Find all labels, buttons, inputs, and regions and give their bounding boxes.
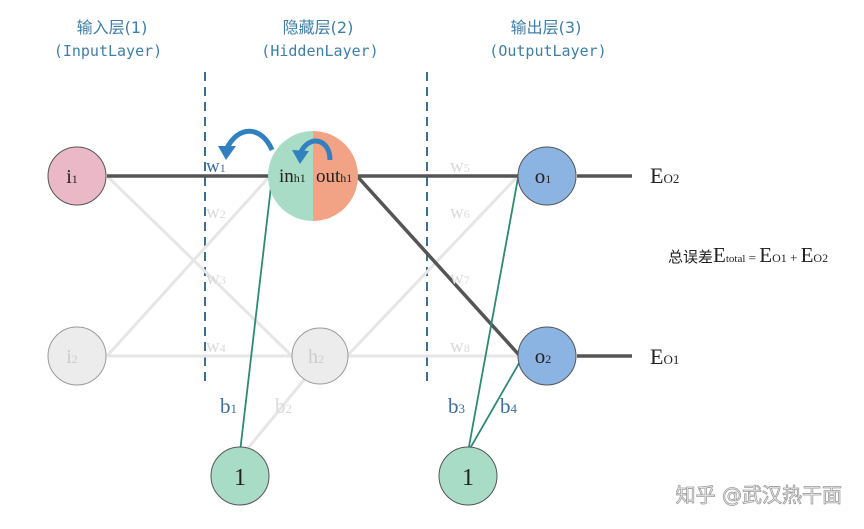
weight-label-w7: w7 [450,268,470,289]
node-o1: o1 [517,146,577,206]
error-label-bottom: EO1 [650,344,679,369]
layer-subtitle-hidden: (HiddenLayer) [261,42,378,60]
layer-title-hidden: 隐藏层(2) (HiddenLayer) [261,18,378,60]
node-h1-in-label: inh1 [279,166,306,187]
node-h2-circle [291,327,349,385]
node-bias1-circle [210,446,270,506]
arrowhead-icon-h1 [292,150,309,164]
bias-label-b3: b3 [448,394,465,418]
node-bias2: 1 [438,446,498,506]
error-label-top: EO2 [650,163,679,188]
active-edges [107,174,632,358]
layer-title-output: 输出层(3) (OutputLayer) [489,18,606,60]
edge-i2-h1 [105,174,272,358]
watermark: 知乎 @武汉热干面 [676,483,842,507]
weight-label-w5: w5 [450,156,470,177]
layer-title-input: 输入层(1) (InputLayer) [54,18,162,60]
node-h1-out-label: outh1 [316,166,352,187]
node-h2-label: h2 [308,346,324,368]
bias-label-b1: b1 [220,394,237,418]
bias-labels: b1 b2 b3 b4 [220,394,518,418]
node-i1-label: i1 [66,166,78,188]
layer-subtitle-input: (InputLayer) [54,42,162,60]
node-i2: i2 [47,326,107,386]
node-h2: h2 [291,327,349,385]
weight-label-w2: w2 [206,202,226,223]
weight-label-w4: w4 [206,336,226,357]
weight-label-w6: w6 [450,202,470,223]
weight-label-w8: w8 [450,336,470,357]
curved-arrow-icon-w1 [223,128,275,152]
edge-bias1-h2 [238,374,310,459]
node-h1: inh1 outh1 [268,131,358,221]
node-i1-circle [47,146,107,206]
node-bias2-label: 1 [462,465,474,491]
edge-h2-o1 [345,174,520,358]
node-bias1: 1 [210,446,270,506]
inactive-edges [105,174,520,459]
node-bias1-label: 1 [234,465,246,491]
node-o2-circle [517,326,577,386]
node-bias2-circle [438,446,498,506]
node-o1-label: o1 [535,164,552,188]
bias-label-b2: b2 [275,394,292,418]
node-o2: o2 [517,326,577,386]
node-i2-label: i2 [66,346,78,368]
node-i1: i1 [47,146,107,206]
arrowhead-icon-w1 [218,146,236,160]
edge-bias2-o1 [467,177,519,453]
edge-h1-o2 [355,174,522,358]
node-o1-circle [517,146,577,206]
weight-label-w1: w1 [206,156,226,177]
layer-title-input-text: 输入层(1) [77,18,148,37]
weight-label-w3: w3 [206,268,226,289]
layer-subtitle-output: (OutputLayer) [489,42,606,60]
weight-labels: w1 w2 w3 w4 w5 w6 w7 w8 [206,156,470,357]
edge-bias1-h1 [239,177,273,453]
edge-bias2-o2 [467,357,523,453]
bias-edges [239,177,523,453]
edge-i1-h2 [105,174,294,358]
layer-title-output-text: 输出层(3) [511,18,582,37]
bias-label-b4: b4 [500,394,518,418]
curved-arrow-icon-h1 [297,138,333,161]
total-error-formula: 总误差Etotal = EO1 + EO2 [668,243,828,267]
node-o2-label: o2 [535,344,552,368]
node-i2-circle [47,326,107,386]
layer-title-hidden-text: 隐藏层(2) [283,18,354,37]
